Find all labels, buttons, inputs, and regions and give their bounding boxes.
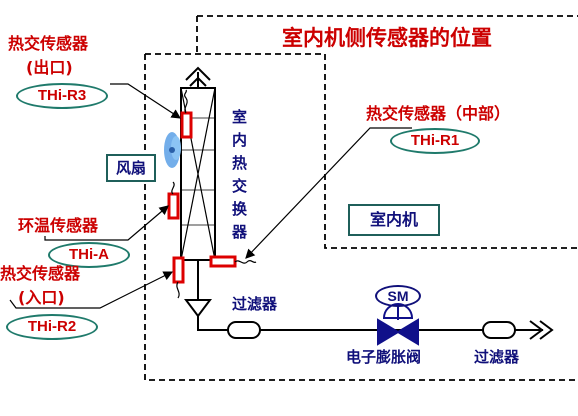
label-filter-left: 过滤器 — [232, 295, 278, 313]
outer-boundary — [196, 15, 578, 54]
expansion-valve-icon — [377, 303, 419, 346]
leader-thi-a — [44, 205, 169, 241]
leader-thi-r2 — [9, 271, 174, 309]
label-heat-exchanger-3: 热 — [232, 154, 248, 172]
indoor-unit-boundary — [144, 53, 578, 381]
label-thi-r1-name: 热交传感器（中部） — [366, 104, 511, 123]
sensor-thi-r2 — [172, 256, 185, 284]
pipe-top-arrow — [185, 66, 211, 87]
label-fan: 风扇 — [106, 154, 156, 182]
label-heat-exchanger-6: 器 — [232, 223, 248, 241]
leader-thi-r3 — [110, 83, 182, 119]
label-thi-r3-name: 热交传感器 — [8, 34, 89, 53]
label-thi-r2-name: 热交传感器 — [0, 264, 81, 283]
label-indoor-unit: 室内机 — [348, 204, 440, 236]
label-heat-exchanger-1: 室 — [232, 108, 248, 126]
badge-thi-r3: THi-R3 — [16, 83, 108, 109]
label-thi-r3-position: (出口) — [26, 58, 73, 77]
sensor-thi-a — [167, 192, 180, 220]
label-filter-right: 过滤器 — [474, 348, 520, 366]
filter-left-icon — [227, 321, 261, 339]
badge-tha: THi-A — [48, 242, 130, 268]
label-heat-exchanger-4: 交 — [232, 177, 248, 195]
leader-thi-r1 — [245, 127, 412, 259]
label-tha-name: 环温传感器 — [18, 216, 99, 235]
sensor-thi-r1 — [209, 255, 237, 268]
diagram-title: 室内机侧传感器的位置 — [282, 26, 492, 50]
pipe-main — [197, 316, 543, 331]
badge-thi-r1: THi-R1 — [390, 128, 480, 154]
badge-sm: SM — [375, 285, 421, 307]
distributor — [184, 299, 212, 318]
sensor-thi-r3 — [180, 111, 193, 139]
pipe-end-arrow — [529, 320, 554, 340]
filter-right-icon — [482, 321, 516, 339]
fan-icon — [164, 132, 181, 168]
heat-exchanger-fins — [181, 117, 215, 226]
badge-thi-r2: THi-R2 — [6, 314, 98, 340]
label-thi-r2-position: (入口) — [18, 288, 65, 307]
label-heat-exchanger-5: 换 — [232, 200, 248, 218]
label-heat-exchanger-2: 内 — [232, 131, 248, 149]
label-expansion-valve: 电子膨胀阀 — [346, 348, 422, 366]
